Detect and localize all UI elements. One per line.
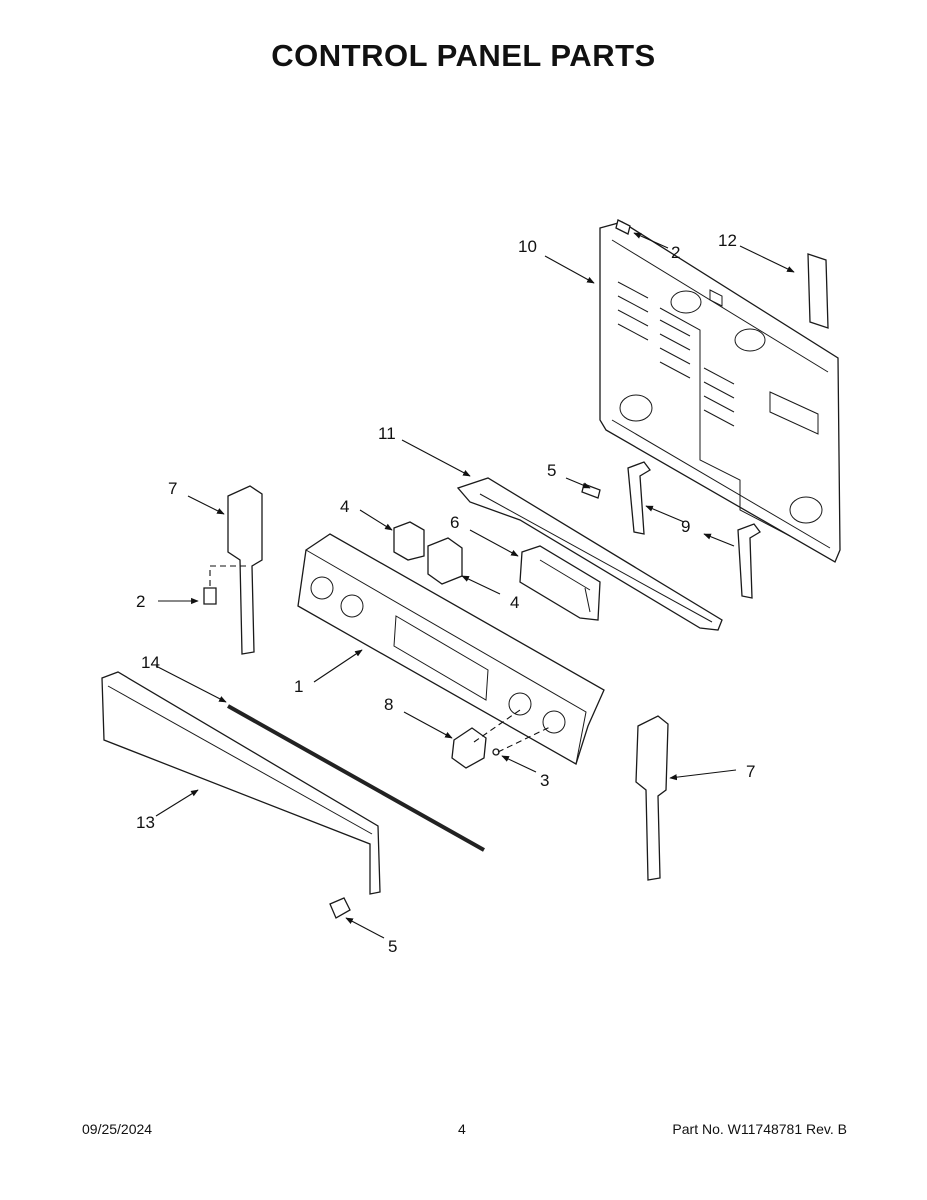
callout-3: 3 bbox=[540, 771, 549, 790]
callout-5-bottom: 5 bbox=[388, 937, 397, 956]
footer-part-number: Part No. W11748781 Rev. B bbox=[672, 1121, 847, 1137]
callout-4-lower: 4 bbox=[510, 593, 519, 612]
callout-10: 10 bbox=[518, 237, 537, 256]
gasket-part-14 bbox=[227, 704, 485, 852]
callout-11: 11 bbox=[378, 424, 396, 443]
console-part-1 bbox=[297, 533, 605, 765]
knob-part-8 bbox=[451, 727, 487, 769]
bracket-part-9-left bbox=[627, 461, 651, 535]
rear-panel-part-10 bbox=[599, 221, 841, 563]
end-cap-part-7-left bbox=[227, 485, 263, 655]
callout-9: 9 bbox=[681, 517, 690, 536]
switch-part-4-a bbox=[393, 521, 425, 561]
control-board-part-6 bbox=[519, 545, 601, 621]
callout-1: 1 bbox=[294, 677, 303, 696]
callout-5-top: 5 bbox=[547, 461, 556, 480]
callout-7-right: 7 bbox=[746, 762, 755, 781]
screw-part-2 bbox=[203, 587, 217, 605]
footer-date: 09/25/2024 bbox=[82, 1121, 153, 1137]
front-trim-part-13 bbox=[101, 671, 381, 895]
callout-2-top: 2 bbox=[671, 243, 680, 262]
bracket-part-12 bbox=[807, 253, 829, 329]
switch-part-4-b bbox=[427, 537, 463, 585]
end-cap-part-7-right bbox=[635, 715, 669, 881]
callout-2-left: 2 bbox=[136, 592, 145, 611]
bracket-part-9-right bbox=[737, 523, 761, 599]
callout-13: 13 bbox=[136, 813, 155, 832]
callout-7-left: 7 bbox=[168, 479, 177, 498]
screw-part-2-top bbox=[615, 219, 631, 235]
callout-14: 14 bbox=[141, 653, 160, 672]
control-bracket-part-11 bbox=[456, 477, 723, 631]
footer-page-number: 4 bbox=[458, 1121, 466, 1137]
leader-lines bbox=[155, 232, 795, 939]
callout-4-upper: 4 bbox=[340, 497, 349, 516]
page-title: CONTROL PANEL PARTS bbox=[271, 38, 656, 73]
screw-part-5-bottom bbox=[329, 897, 351, 919]
callout-6: 6 bbox=[450, 513, 459, 532]
callout-12: 12 bbox=[718, 231, 737, 250]
callout-8: 8 bbox=[384, 695, 393, 714]
